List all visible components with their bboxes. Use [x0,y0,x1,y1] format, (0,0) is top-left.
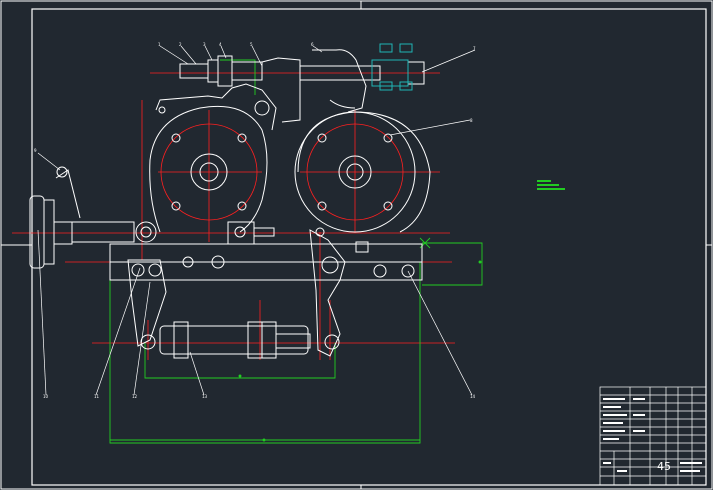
balloon-label: 6 [311,42,314,47]
pitch-circles [160,123,404,221]
balloon-label: 1 [158,42,161,47]
title-block-text-marks [603,398,702,472]
dimension-lines [109,59,483,444]
mechanism-outline [29,43,431,359]
balloon-label: 8 [470,118,473,123]
balloon-label: 10 [43,394,49,399]
balloon-label: 11 [94,394,100,399]
balloon-label: 13 [202,394,208,399]
balloon-label: 3 [203,42,206,47]
balloon-label: 9 [34,148,37,153]
title-block-scale-number: 45 [657,460,671,473]
balloon-label: 4 [219,42,222,47]
balloon-label: 7 [473,46,476,51]
balloon-label: 2 [179,42,182,47]
balloon-label: 14 [470,394,476,399]
center-lines [12,72,455,360]
title-block [599,386,707,486]
technical-notes-block [537,180,565,190]
balloon-label: 12 [132,394,138,399]
part-balloons: 1 2 3 4 5 6 7 8 9 10 11 12 13 14 [34,42,476,399]
balloon-label: 5 [250,42,253,47]
leader-lines [37,45,476,396]
